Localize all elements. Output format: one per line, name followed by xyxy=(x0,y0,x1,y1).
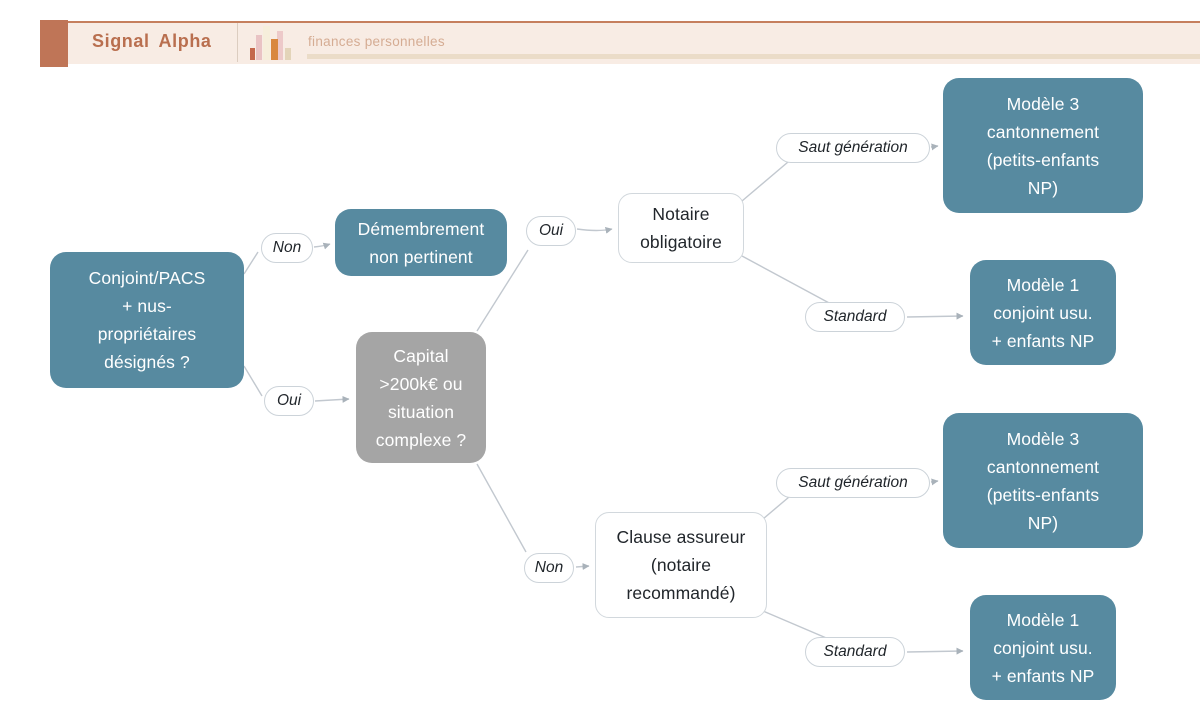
brand-title: Signal Alpha xyxy=(92,31,212,51)
edge-notaire-to-saut-top xyxy=(741,161,789,202)
node-root-question: Conjoint/PACS + nus- propriétaires désig… xyxy=(50,252,244,388)
edge-capital-to-non2 xyxy=(476,463,527,553)
edge-clause-to-saut-bottom xyxy=(762,496,790,520)
edge-capital-to-oui2 xyxy=(476,249,529,332)
edge-non2-to-clause xyxy=(575,563,590,570)
edge-label-saut-generation-bottom: Saut génération xyxy=(776,468,930,498)
category-label: finances personnelles xyxy=(308,34,445,49)
edge-label-oui-capital: Oui xyxy=(526,216,576,246)
edge-root-to-oui xyxy=(243,365,263,397)
edge-label-saut-generation-top: Saut génération xyxy=(776,133,930,163)
brand-accent-square xyxy=(40,20,68,67)
edge-standard-bottom-to-modele1-bottom xyxy=(906,647,964,655)
edge-saut-top-to-modele3-top xyxy=(930,143,939,151)
node-capital-question: Capital >200k€ ou situation complexe ? xyxy=(356,332,486,463)
edge-clause-to-standard-bottom xyxy=(762,610,832,641)
node-clause-assureur: Clause assureur (notaire recommandé) xyxy=(595,512,767,618)
node-modele1-top: Modèle 1 conjoint usu. + enfants NP xyxy=(970,260,1116,365)
category-underline xyxy=(307,54,1200,59)
edge-oui2-to-notaire xyxy=(576,226,613,234)
node-demembrement-non-pertinent: Démembrement non pertinent xyxy=(335,209,507,276)
edge-label-non-root: Non xyxy=(261,233,313,263)
edge-label-non-capital: Non xyxy=(524,553,574,583)
edge-label-oui-root: Oui xyxy=(264,386,314,416)
bar-chart-icon xyxy=(248,25,294,60)
edge-non-to-demembrement xyxy=(313,242,331,250)
node-notaire-obligatoire: Notaire obligatoire xyxy=(618,193,744,263)
edge-root-to-non xyxy=(243,251,259,275)
node-modele3-bottom: Modèle 3 cantonnement (petits-enfants NP… xyxy=(943,413,1143,548)
edge-standard-top-to-modele1-top xyxy=(906,312,964,320)
edge-label-standard-top: Standard xyxy=(805,302,905,332)
edge-notaire-to-standard-top xyxy=(741,255,832,305)
edge-oui-to-capital xyxy=(314,395,350,403)
header-divider xyxy=(237,23,238,62)
edge-saut-bottom-to-modele3-bottom xyxy=(930,478,939,486)
node-modele1-bottom: Modèle 1 conjoint usu. + enfants NP xyxy=(970,595,1116,700)
edge-label-standard-bottom: Standard xyxy=(805,637,905,667)
node-modele3-top: Modèle 3 cantonnement (petits-enfants NP… xyxy=(943,78,1143,213)
